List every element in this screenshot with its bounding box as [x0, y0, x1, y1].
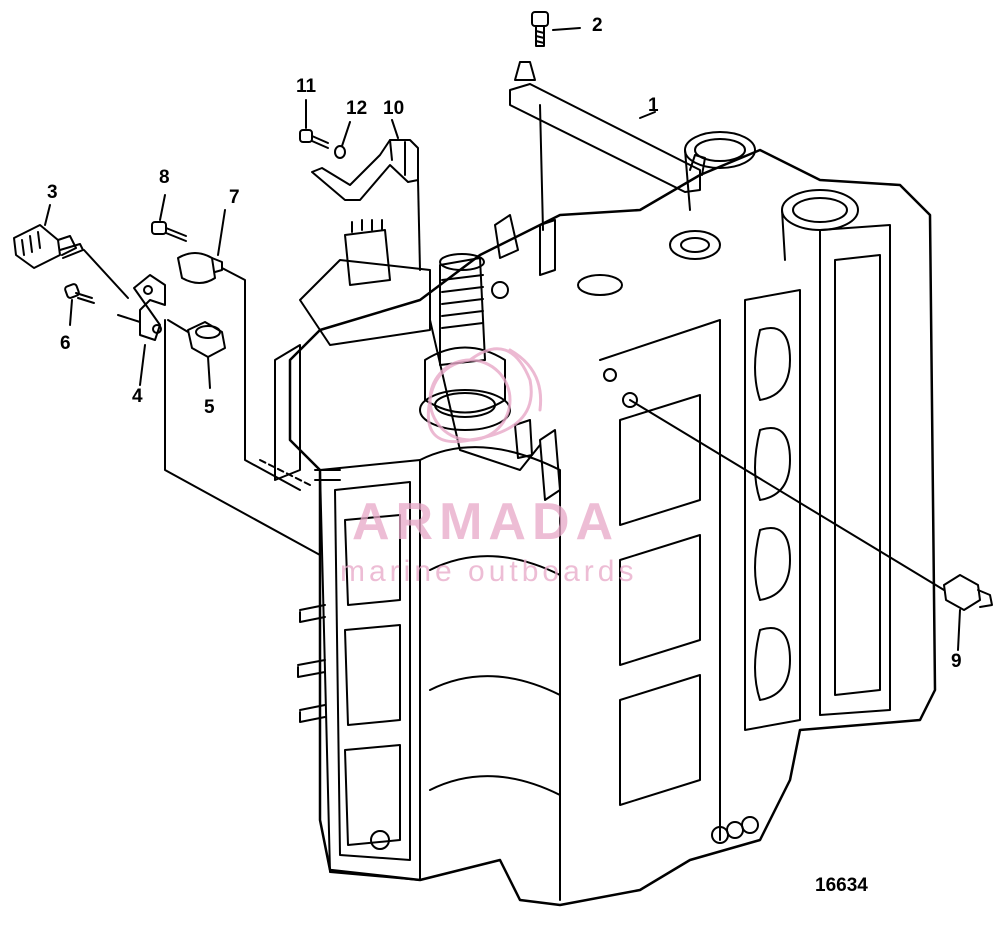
- watermark-subtitle: marine outboards: [340, 555, 638, 588]
- part-10-bracket: [311, 119, 421, 271]
- part-11-12-fasteners: [299, 99, 351, 159]
- part-7-clip: [177, 209, 301, 491]
- callout-5: 5: [204, 397, 215, 418]
- callout-1: 1: [648, 95, 659, 116]
- callout-2: 2: [592, 15, 603, 36]
- part-8-screw: [151, 194, 187, 242]
- part-6-screw: [64, 283, 95, 326]
- part-9-sensor: [629, 399, 993, 651]
- callout-11: 11: [296, 76, 317, 97]
- part-3-sensor: [13, 204, 129, 299]
- part-1-bracket: [509, 61, 706, 231]
- callout-12: 12: [346, 98, 368, 119]
- cylinder-block: [288, 131, 937, 907]
- callout-4: 4: [132, 386, 143, 407]
- callout-7: 7: [229, 187, 240, 208]
- dashed-leader: [259, 459, 311, 486]
- part-4-clamp: [117, 274, 321, 556]
- callout-9: 9: [951, 651, 962, 672]
- callout-3: 3: [47, 182, 58, 203]
- part-5-grommet: [167, 319, 226, 389]
- part-2-bolt: [531, 11, 581, 47]
- watermark-title: ARMADA: [352, 493, 620, 551]
- callout-10: 10: [383, 98, 405, 119]
- watermark-emblem: [426, 347, 543, 444]
- callout-6: 6: [60, 333, 71, 354]
- side-bolts: [297, 469, 759, 850]
- diagram-number: 16634: [815, 875, 868, 896]
- callout-8: 8: [159, 167, 170, 188]
